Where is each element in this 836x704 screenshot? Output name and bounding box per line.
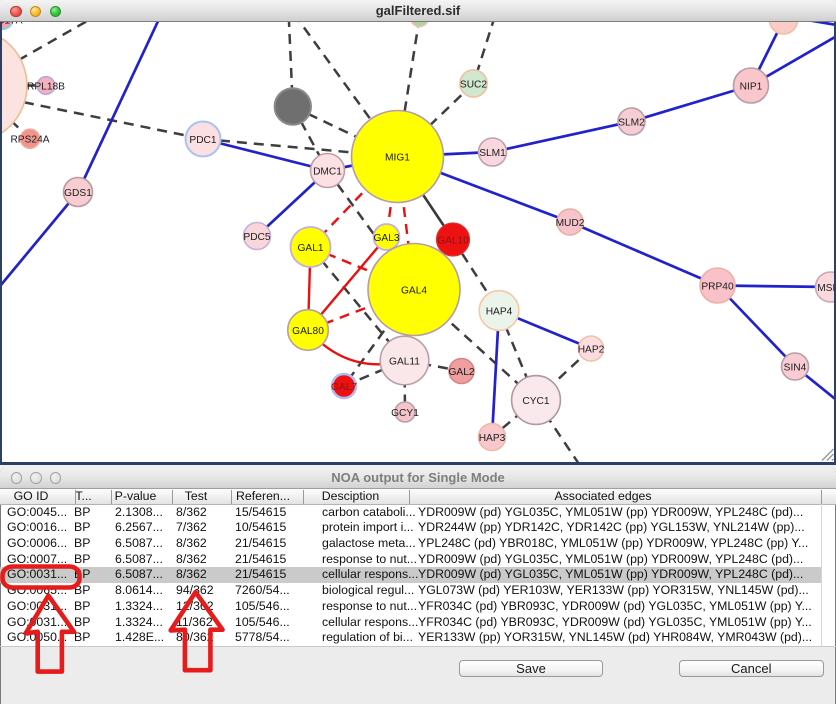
svg-text:SLM2: SLM2: [618, 117, 645, 128]
svg-text:SIN4: SIN4: [784, 362, 807, 373]
svg-text:CYC1: CYC1: [522, 396, 550, 407]
svg-text:HAP4: HAP4: [486, 306, 513, 317]
svg-text:GAL3: GAL3: [373, 233, 399, 244]
svg-text:GAL11: GAL11: [389, 356, 420, 367]
svg-text:GAL1: GAL1: [297, 243, 323, 254]
svg-text:GAL10: GAL10: [437, 235, 469, 246]
svg-text:PDC5: PDC5: [243, 232, 271, 243]
svg-text:SUC2: SUC2: [460, 79, 488, 90]
svg-text:NIP1: NIP1: [740, 81, 763, 92]
svg-text:PDC1: PDC1: [189, 135, 217, 146]
svg-text:PRP40: PRP40: [701, 281, 734, 292]
svg-text:GAL7: GAL7: [331, 382, 357, 393]
svg-text:SLM1: SLM1: [479, 148, 506, 159]
svg-text:DMC1: DMC1: [313, 166, 342, 177]
svg-text:GAL80: GAL80: [292, 326, 324, 337]
svg-text:MIG1: MIG1: [385, 152, 410, 163]
svg-text:GAL4: GAL4: [401, 285, 427, 296]
svg-text:HAP2: HAP2: [578, 344, 605, 355]
svg-text:MUD2: MUD2: [556, 218, 585, 229]
svg-text:GAL2: GAL2: [448, 367, 474, 378]
svg-text:RPS24A: RPS24A: [10, 135, 49, 146]
svg-text:RPL18B: RPL18B: [27, 81, 65, 92]
svg-text:RPS17A: RPS17A: [0, 22, 23, 26]
svg-text:GCY1: GCY1: [391, 408, 419, 419]
svg-text:MSL1: MSL1: [817, 283, 836, 294]
svg-text:GDS1: GDS1: [64, 188, 92, 199]
svg-text:HAP3: HAP3: [479, 433, 506, 444]
